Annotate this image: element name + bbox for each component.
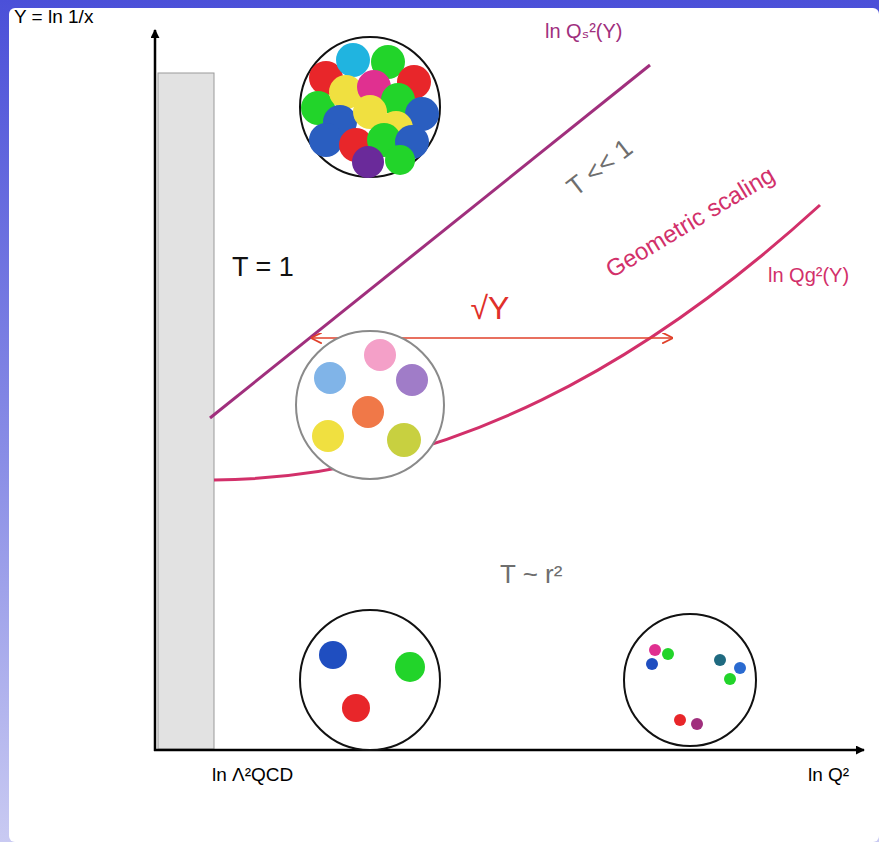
gluon-dot	[734, 662, 746, 674]
gluon-dot	[312, 420, 344, 452]
gluon-dot	[314, 362, 346, 394]
geometric-scaling-curve	[214, 205, 820, 480]
gluon-dot	[662, 648, 674, 660]
y-axis-label: Y = ln 1/x	[14, 6, 93, 28]
gluon-dot	[342, 694, 370, 722]
gluon-dot	[395, 652, 425, 682]
region-label: Geometric scaling	[601, 161, 780, 284]
gluon-dot	[691, 718, 703, 730]
gluon-dot	[319, 641, 347, 669]
gluon-dot	[649, 644, 661, 656]
hadron-outline	[300, 37, 440, 177]
x-axis-tick-label: ln Λ²QCD	[212, 764, 293, 786]
hadron-outline	[624, 614, 756, 746]
hadron-outline	[296, 331, 444, 479]
gluon-dot	[385, 145, 415, 175]
gluon-dot	[352, 396, 384, 428]
width-label: √Y	[471, 290, 510, 327]
hadron-outline	[300, 610, 440, 750]
region-label: T << 1	[561, 133, 638, 203]
dilute-hadron	[300, 610, 440, 750]
gluon-dot	[387, 423, 421, 457]
gluon-dot	[646, 658, 658, 670]
dense-hadron	[300, 37, 440, 178]
scaling-window-label: ln Qg²(Y)	[768, 264, 849, 287]
y-axis	[154, 30, 157, 751]
saturation-scale-label: ln Qₛ²(Y)	[545, 20, 622, 43]
small-dipole-hadron	[624, 614, 756, 746]
gluon-dot	[714, 654, 726, 666]
x-axis	[154, 749, 864, 752]
non-perturbative-band	[158, 73, 214, 749]
intermediate-hadron	[296, 331, 444, 479]
gluon-dot	[724, 673, 736, 685]
x-axis-label: ln Q²	[808, 764, 849, 786]
gluon-dot	[352, 146, 384, 178]
region-label: T = 1	[232, 252, 294, 283]
gluon-dot	[364, 339, 396, 371]
gluon-dot	[396, 364, 428, 396]
region-label: T ~ r²	[500, 560, 562, 590]
white-panel	[9, 8, 879, 842]
gluon-dot	[674, 714, 686, 726]
gluon-dot	[336, 43, 370, 77]
gluon-dot	[309, 123, 343, 157]
